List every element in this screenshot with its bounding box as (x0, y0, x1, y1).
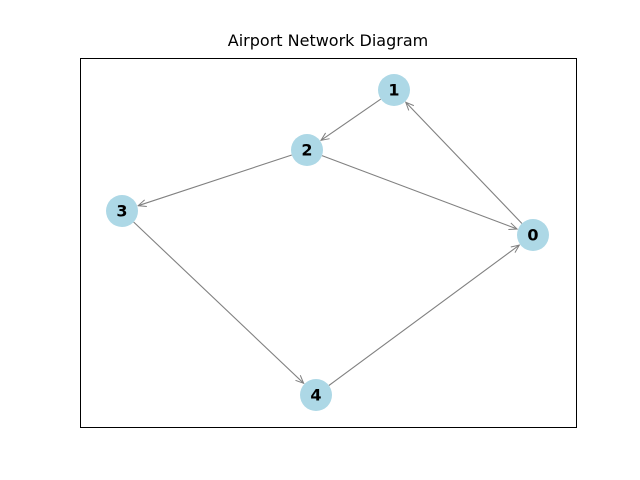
node-circle (106, 195, 138, 227)
node-circle (517, 219, 549, 251)
node-0: 0 (517, 219, 549, 251)
node-label: 4 (310, 386, 321, 405)
node-4: 4 (300, 379, 332, 411)
nodes-layer: 0 1 2 3 4 (106, 74, 549, 411)
diagram-title: Airport Network Diagram (227, 31, 429, 50)
node-circle (291, 134, 323, 166)
edge-0-to-1 (406, 102, 523, 224)
node-2: 2 (291, 134, 323, 166)
edge-3-to-4 (133, 221, 304, 383)
node-label: 0 (527, 226, 538, 245)
node-circle (378, 74, 410, 106)
node-1: 1 (378, 74, 410, 106)
node-circle (300, 379, 332, 411)
node-label: 3 (116, 202, 127, 221)
node-label: 1 (388, 81, 399, 100)
plot-frame (80, 58, 577, 428)
edge-2-to-3 (138, 154, 292, 206)
edge-1-to-2 (321, 98, 382, 140)
edge-2-to-0 (321, 155, 517, 229)
node-label: 2 (301, 141, 312, 160)
node-3: 3 (106, 195, 138, 227)
edges-layer (133, 98, 523, 386)
edge-4-to-0 (328, 245, 519, 386)
